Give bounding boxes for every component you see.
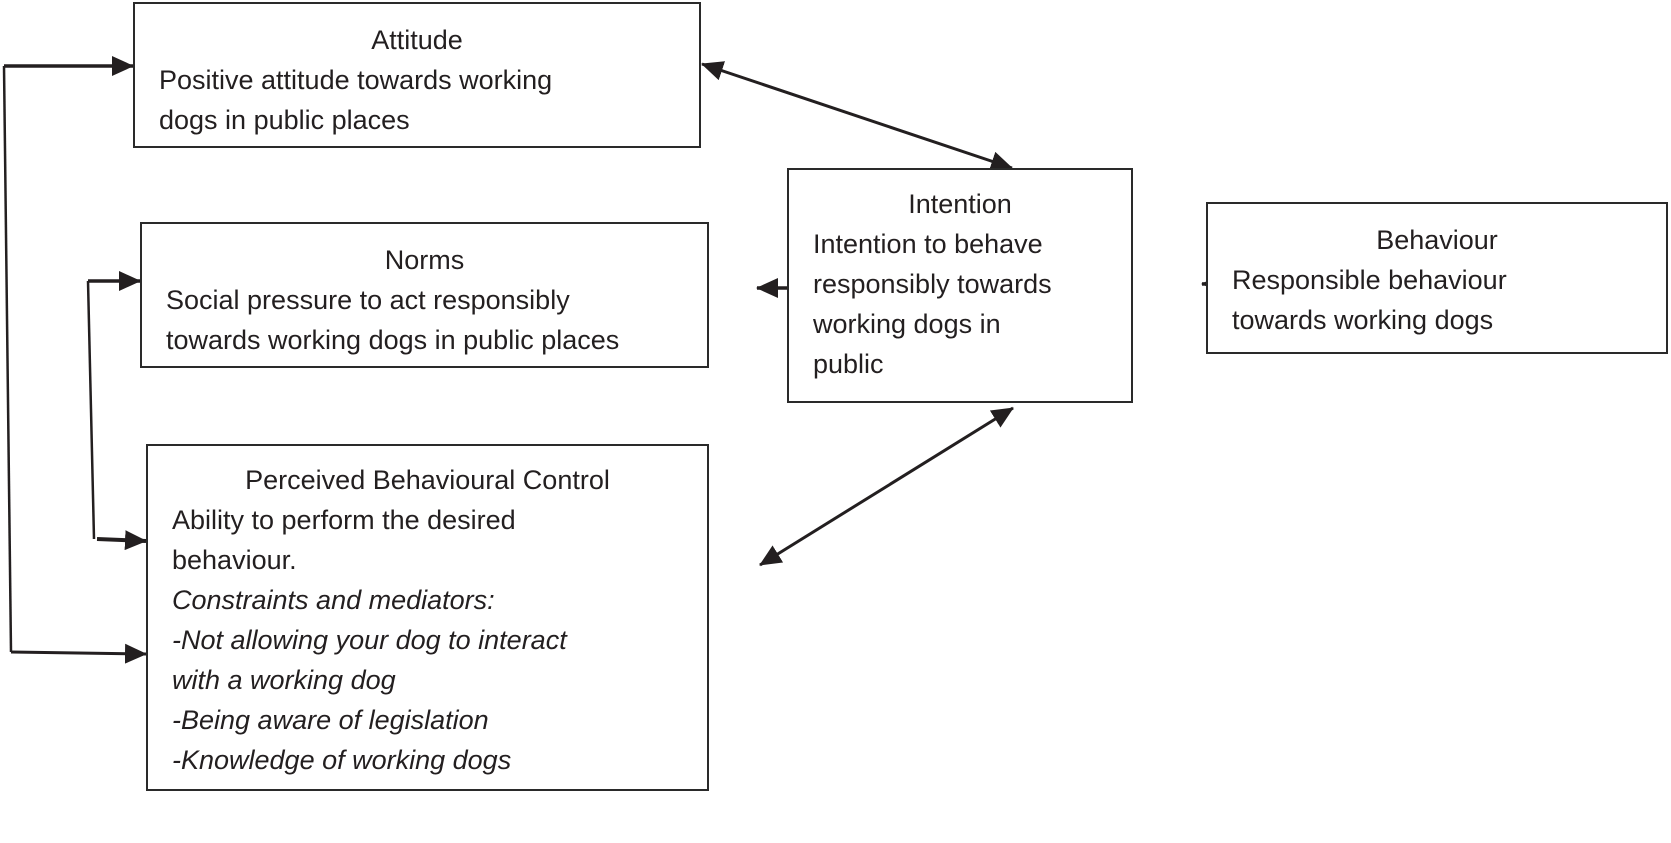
node-intention-line: public (813, 349, 884, 379)
node-pbc-constraint-item: with a working dog (172, 665, 396, 695)
node-attitude-title: Attitude (371, 25, 463, 55)
edge-outer-bus-vertical (2, 65, 13, 653)
edge-pbc-intention (759, 406, 1014, 567)
edge-inner-bus-vertical (86, 280, 96, 540)
node-norms-line: towards working dogs in public places (166, 325, 620, 355)
node-pbc-constraints-heading: Constraints and mediators: (172, 585, 495, 615)
node-intention: Intention Intention to behave responsibl… (787, 168, 1133, 403)
node-behaviour-title: Behaviour (1376, 225, 1498, 255)
node-pbc-line: Ability to perform the desired (172, 505, 516, 535)
node-attitude-line: Positive attitude towards working (159, 65, 553, 95)
edge-outer-bus-to-pbc (10, 643, 147, 664)
node-perceived-behavioural-control: Perceived Behavioural Control Ability to… (146, 444, 709, 791)
node-attitude: Attitude Positive attitude towards worki… (133, 2, 701, 148)
node-intention-line: responsibly towards (813, 269, 1052, 299)
node-behaviour-line: towards working dogs (1232, 305, 1494, 335)
node-norms-title: Norms (384, 245, 465, 275)
node-intention-title: Intention (908, 189, 1012, 219)
node-pbc-constraint-item: -Not allowing your dog to interact (172, 625, 567, 655)
node-pbc-line: behaviour. (172, 545, 297, 575)
node-attitude-line: dogs in public places (159, 105, 410, 135)
node-norms: Norms Social pressure to act responsibly… (140, 222, 709, 368)
edge-attitude-intention (701, 61, 1013, 171)
node-pbc-constraint-item: -Being aware of legislation (172, 705, 489, 735)
node-pbc-constraint-item: -Knowledge of working dogs (172, 745, 512, 775)
node-intention-line: Intention to behave (813, 229, 1043, 259)
node-intention-line: working dogs in (813, 309, 1001, 339)
edge-inner-bus-to-pbc (96, 530, 147, 551)
node-behaviour-line: Responsible behaviour (1232, 265, 1507, 295)
node-pbc-title: Perceived Behavioural Control (245, 465, 610, 495)
node-norms-line: Social pressure to act responsibly (166, 285, 570, 315)
node-behaviour: Behaviour Responsible behaviour towards … (1206, 202, 1668, 354)
